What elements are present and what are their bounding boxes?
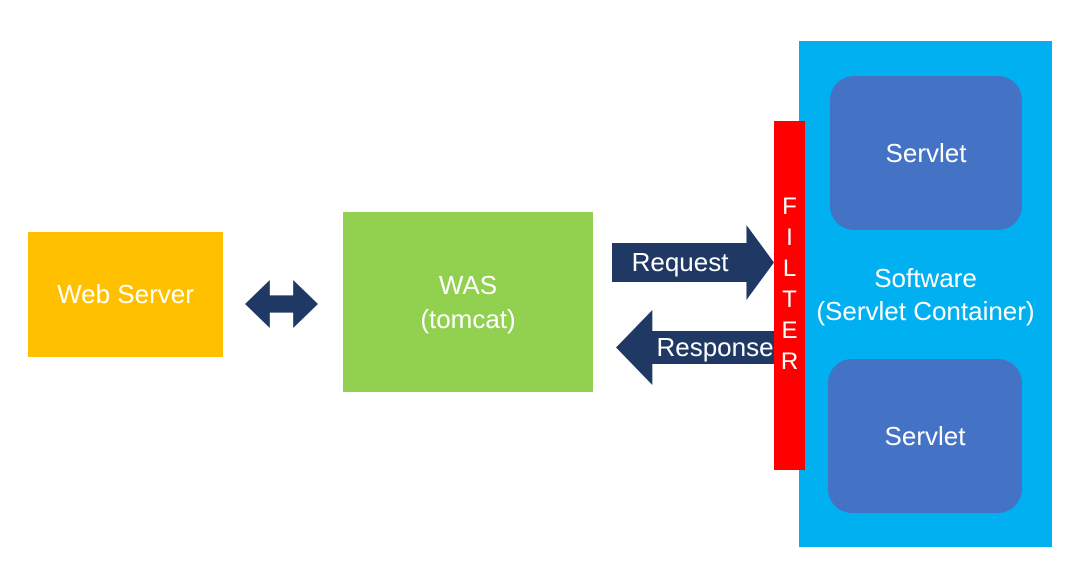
filter-letter-t: T — [782, 285, 797, 313]
container-label-line2: (Servlet Container) — [816, 296, 1035, 326]
servlet-box-top: Servlet — [830, 76, 1022, 230]
servlet-container-label: Software (Servlet Container) — [799, 262, 1052, 328]
web-server-label: Web Server — [57, 279, 194, 309]
filter-bar: F I L T E R — [774, 121, 805, 470]
filter-letter-i: I — [786, 223, 793, 251]
servlet-top-label: Servlet — [885, 137, 967, 168]
request-label: Request — [631, 247, 729, 277]
bidirectional-arrow-icon — [245, 280, 318, 328]
request-arrow: Request — [612, 225, 774, 300]
response-arrow: Response — [616, 310, 774, 385]
filter-letter-l: L — [782, 254, 797, 282]
was-label-line2: (tomcat) — [420, 304, 516, 334]
filter-letter-f: F — [782, 192, 797, 220]
filter-letter-r: R — [780, 347, 799, 375]
servlet-bottom-label: Servlet — [884, 420, 966, 451]
response-label: Response — [656, 332, 774, 362]
filter-letter-e: E — [781, 316, 798, 344]
was-box: WAS (tomcat) — [343, 212, 593, 392]
web-server-box: Web Server — [28, 232, 223, 357]
was-label-line1: WAS — [438, 270, 498, 300]
container-label-line1: Software — [874, 263, 977, 293]
servlet-box-bottom: Servlet — [828, 359, 1022, 513]
